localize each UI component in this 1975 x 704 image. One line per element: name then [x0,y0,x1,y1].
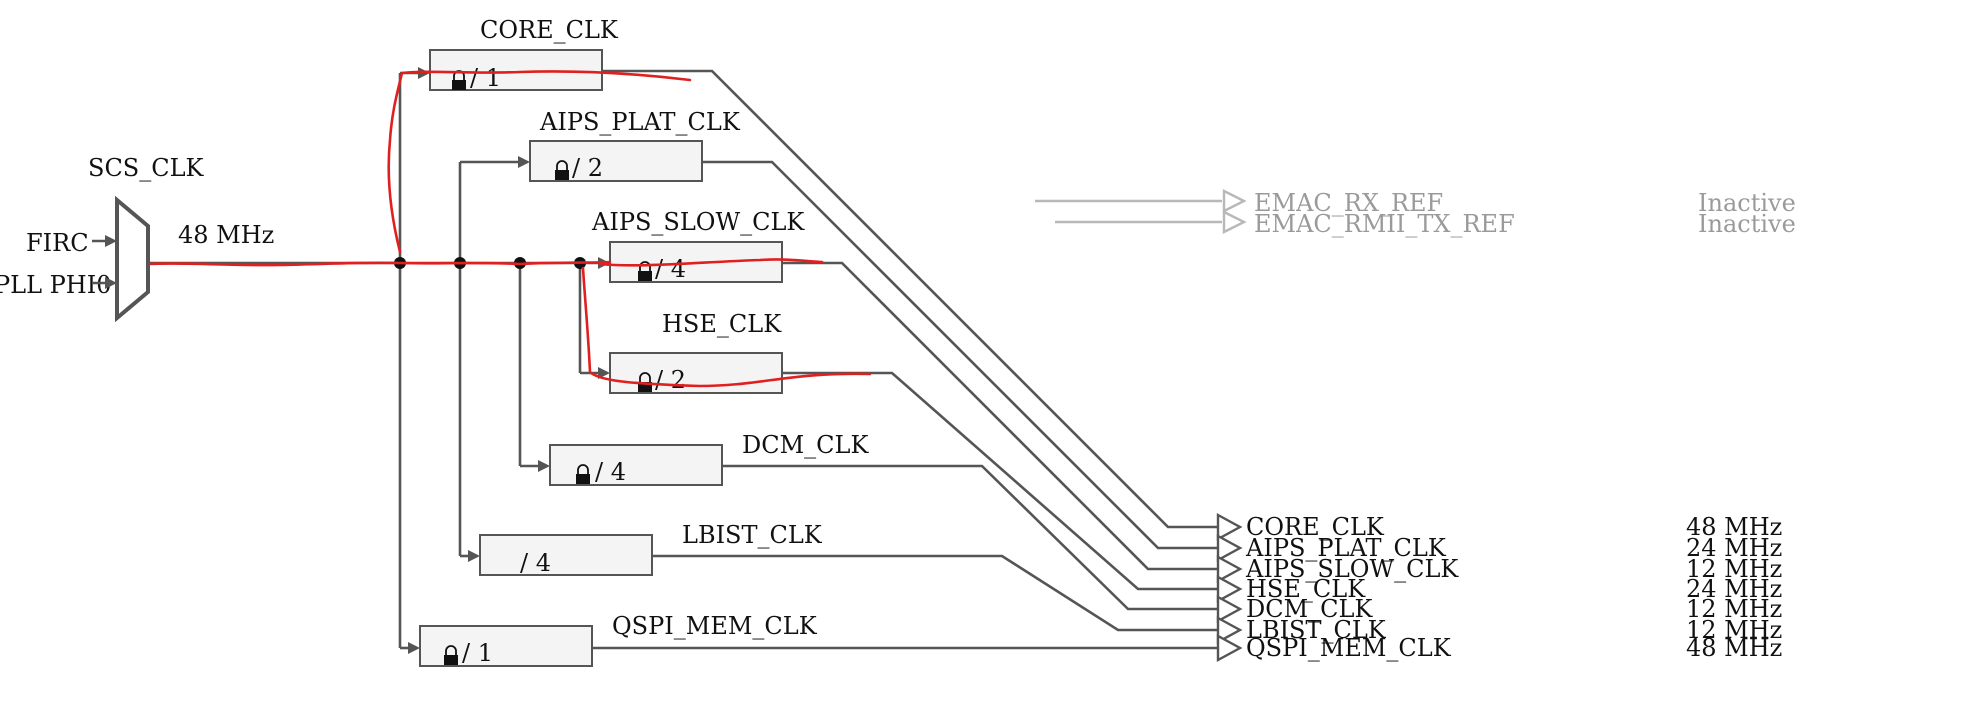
lock-icon [576,464,590,484]
output-arrow [1216,533,1243,563]
dcm-clk-divider[interactable] [549,444,723,486]
route-dcm-clk [722,464,1220,611]
lbist-clk-divider[interactable] [479,534,653,576]
emac-rmii-tx-ref-status: Inactive [1698,210,1796,238]
output-arrow [1216,615,1243,645]
output-arrow [1216,574,1243,604]
inactive-output-arrow [1222,189,1247,213]
output-name-aips-plat-clk: AIPS_PLAT_CLK [1245,534,1447,562]
emac-rx-ref-status: Inactive [1698,189,1796,217]
scs-clk-mux[interactable] [115,195,150,323]
output-name-hse-clk: HSE_CLK [1246,575,1366,603]
route-aips-plat-clk [702,160,1220,550]
red-aips-slow-stroke [598,258,824,267]
output-arrow [1216,554,1243,584]
output-name-aips-slow-clk: AIPS_SLOW_CLK [1245,555,1459,583]
output-arrow [1216,512,1243,542]
output-arrow [1216,633,1243,663]
dcm-clk-divider-label: DCM_CLK [742,431,869,459]
scs-clk-label: SCS_CLK [88,154,205,182]
inactive-output-arrow [1222,210,1247,234]
output-name-core-clk: CORE_CLK [1246,513,1385,541]
lock-icon [444,645,458,665]
lock-icon [555,160,569,180]
lock-icon [638,261,652,281]
output-name-lbist-clk: LBIST_CLK [1246,616,1387,644]
scs-clk-frequency: 48 MHz [178,221,274,249]
core-clk-divider-value: / 1 [470,64,501,92]
red-bus-stroke [148,260,612,267]
output-name-qspi-mem-clk: QSPI_MEM_CLK [1246,634,1452,662]
output-freq-lbist-clk: 12 MHz [1686,616,1782,644]
aips-plat-clk-divider-label: AIPS_PLAT_CLK [539,108,741,136]
aips-slow-clk-divider-value: / 4 [655,255,686,283]
route-aips-slow-clk [782,261,1220,571]
output-freq-dcm-clk: 12 MHz [1686,595,1782,623]
route-lbist-clk [652,554,1220,632]
dcm-clk-divider-value: / 4 [595,458,626,486]
aips-slow-clk-divider-label: AIPS_SLOW_CLK [591,208,805,236]
red-annotation [148,70,872,388]
output-list: CORE_CLK AIPS_PLAT_CLK AIPS_SLOW_CLK HSE… [1216,512,1782,663]
route-core-clk [602,69,1220,529]
qspi-mem-clk-divider-label: QSPI_MEM_CLK [612,612,818,640]
mux-input-pll-arrow [105,277,117,289]
emac-rmii-tx-ref-label: EMAC_RMII_TX_REF [1254,210,1515,238]
lbist-clk-divider-value: / 4 [520,549,551,577]
output-freq-aips-slow-clk: 12 MHz [1686,555,1782,583]
mux-input-firc-label: FIRC [26,229,89,257]
mux-input-firc-arrow [105,235,117,247]
output-freq-core-clk: 48 MHz [1686,513,1782,541]
emac-rx-ref-label: EMAC_RX_REF [1254,189,1443,217]
mux-input-pll-label: PLL PHI0 [0,271,111,299]
output-arrow [1216,594,1243,624]
lock-icon [638,372,652,392]
red-core-stroke [387,70,692,254]
core-clk-divider-label: CORE_CLK [480,16,619,44]
lbist-clk-divider-label: LBIST_CLK [682,521,823,549]
red-hse-stroke [581,266,872,388]
hse-clk-divider-label: HSE_CLK [662,310,782,338]
output-name-dcm-clk: DCM_CLK [1246,595,1373,623]
qspi-mem-clk-divider-value: / 1 [462,639,493,667]
output-freq-hse-clk: 24 MHz [1686,575,1782,603]
output-freq-qspi-mem-clk: 48 MHz [1686,634,1782,662]
aips-plat-clk-divider-value: / 2 [572,154,603,182]
hse-clk-divider-value: / 2 [655,366,686,394]
output-freq-aips-plat-clk: 24 MHz [1686,534,1782,562]
